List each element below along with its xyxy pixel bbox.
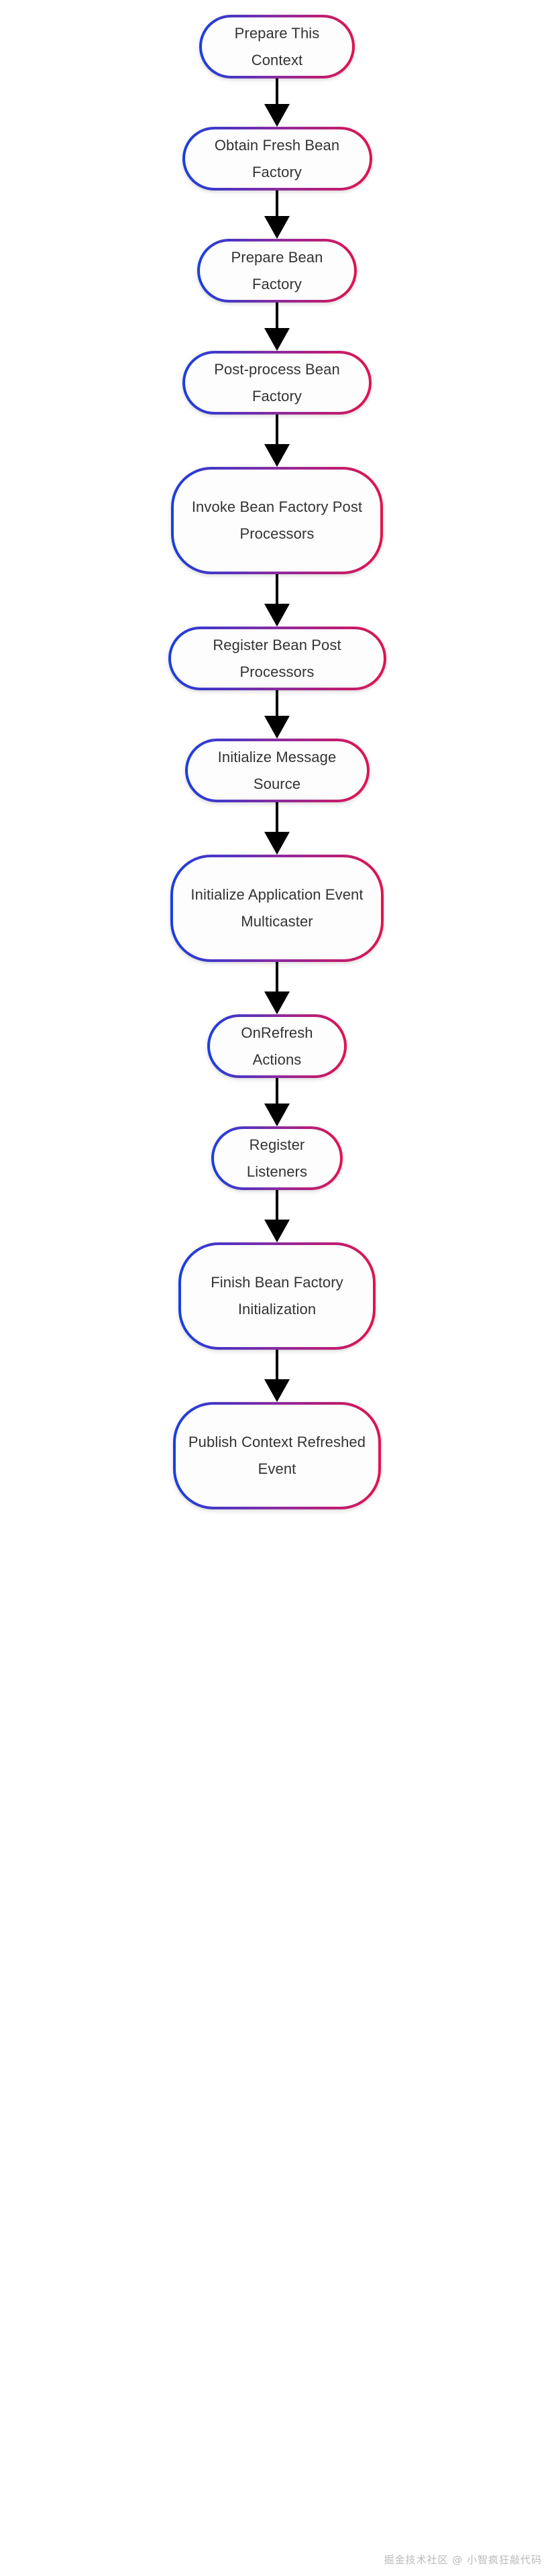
arrowhead-icon	[264, 716, 290, 739]
flow-node-label: Publish Context Refreshed Event	[188, 1434, 366, 1477]
flow-node-post-process-bean-factory[interactable]: Post-process Bean Factory	[182, 351, 372, 415]
arrowhead-icon	[264, 1379, 290, 1402]
flow-node-body: Initialize Application Event Multicaster	[173, 857, 381, 959]
edge-shaft	[276, 802, 278, 833]
flow-node-prepare-this-context[interactable]: Prepare This Context	[199, 15, 355, 78]
flow-node-prepare-bean-factory[interactable]: Prepare Bean Factory	[197, 239, 357, 303]
flow-node-body: Register Bean Post Processors	[170, 629, 384, 688]
flow-node-label: Initialize Message Source	[217, 748, 337, 792]
edge-shaft	[276, 303, 278, 329]
flow-node-publish-context-refreshed-event[interactable]: Publish Context Refreshed Event	[173, 1402, 381, 1509]
arrowhead-icon	[264, 1104, 290, 1126]
arrowhead-icon	[264, 216, 290, 239]
flow-edge-n3-n4	[264, 303, 290, 351]
flow-node-label: Register Listeners	[246, 1136, 308, 1180]
flow-node-obtain-fresh-bean-factory[interactable]: Obtain Fresh Bean Factory	[182, 127, 372, 191]
edge-shaft	[276, 78, 278, 105]
flow-node-body: Post-process Bean Factory	[185, 354, 369, 412]
flow-node-body: Finish Bean Factory Initialization	[181, 1245, 373, 1347]
flow-edge-n2-n3	[264, 191, 290, 239]
flow-node-onrefresh-actions[interactable]: OnRefresh Actions	[207, 1014, 347, 1078]
flow-edge-n8-n9	[264, 962, 290, 1014]
arrowhead-icon	[264, 328, 290, 351]
flow-node-label: Register Bean Post Processors	[213, 636, 341, 680]
flow-node-body: OnRefresh Actions	[210, 1017, 344, 1075]
flow-node-initialize-message-source[interactable]: Initialize Message Source	[184, 739, 370, 802]
flow-node-body: Invoke Bean Factory Post Processors	[174, 470, 380, 572]
flow-node-label: Post-process Bean Factory	[214, 360, 340, 405]
arrowhead-icon	[264, 832, 290, 855]
flow-edge-n10-n11	[264, 1190, 290, 1242]
edge-shaft	[276, 415, 278, 445]
edge-shaft	[276, 1350, 278, 1380]
arrowhead-icon	[264, 991, 290, 1014]
flow-edge-n11-n12	[264, 1350, 290, 1402]
edge-shaft	[276, 574, 278, 604]
edge-shaft	[276, 1078, 278, 1104]
flow-edge-n6-n7	[264, 690, 290, 739]
flow-node-label: Initialize Application Event Multicaster	[190, 886, 364, 930]
arrowhead-icon	[264, 104, 290, 127]
flow-node-body: Obtain Fresh Bean Factory	[184, 129, 370, 188]
flow-node-finish-bean-factory-initialization[interactable]: Finish Bean Factory Initialization	[178, 1242, 376, 1350]
flow-edge-n5-n6	[264, 574, 290, 627]
flow-node-body: Register Listeners	[214, 1129, 340, 1187]
flow-node-label: Prepare Bean Factory	[231, 248, 323, 292]
flow-node-initialize-application-event-multicaster[interactable]: Initialize Application Event Multicaster	[170, 855, 384, 962]
flow-node-body: Initialize Message Source	[187, 741, 367, 800]
flow-edge-n9-n10	[264, 1078, 290, 1126]
edge-shaft	[276, 690, 278, 716]
flow-node-body: Prepare Bean Factory	[200, 241, 354, 300]
flow-node-body: Publish Context Refreshed Event	[176, 1405, 378, 1507]
edge-shaft	[276, 191, 278, 217]
flow-node-label: OnRefresh Actions	[241, 1024, 313, 1068]
edge-shaft	[276, 962, 278, 992]
arrowhead-icon	[264, 604, 290, 627]
flow-node-register-bean-post-processors[interactable]: Register Bean Post Processors	[168, 627, 386, 690]
arrowhead-icon	[264, 444, 290, 467]
flow-node-label: Finish Bean Factory Initialization	[211, 1274, 343, 1318]
flow-node-body: Prepare This Context	[202, 17, 352, 76]
flow-node-label: Invoke Bean Factory Post Processors	[191, 498, 363, 542]
flow-node-invoke-bean-factory-post-processors[interactable]: Invoke Bean Factory Post Processors	[171, 467, 383, 574]
flow-node-register-listeners[interactable]: Register Listeners	[211, 1126, 343, 1190]
edge-shaft	[276, 1190, 278, 1220]
watermark-text: 掘金技术社区 @ 小智疯狂敲代码	[384, 2554, 542, 2566]
arrowhead-icon	[264, 1220, 290, 1242]
flow-node-label: Obtain Fresh Bean Factory	[214, 136, 340, 180]
flow-edge-n1-n2	[264, 78, 290, 127]
flow-edge-n4-n5	[264, 415, 290, 467]
flow-edge-n7-n8	[264, 802, 290, 855]
flow-node-label: Prepare This Context	[234, 24, 320, 68]
